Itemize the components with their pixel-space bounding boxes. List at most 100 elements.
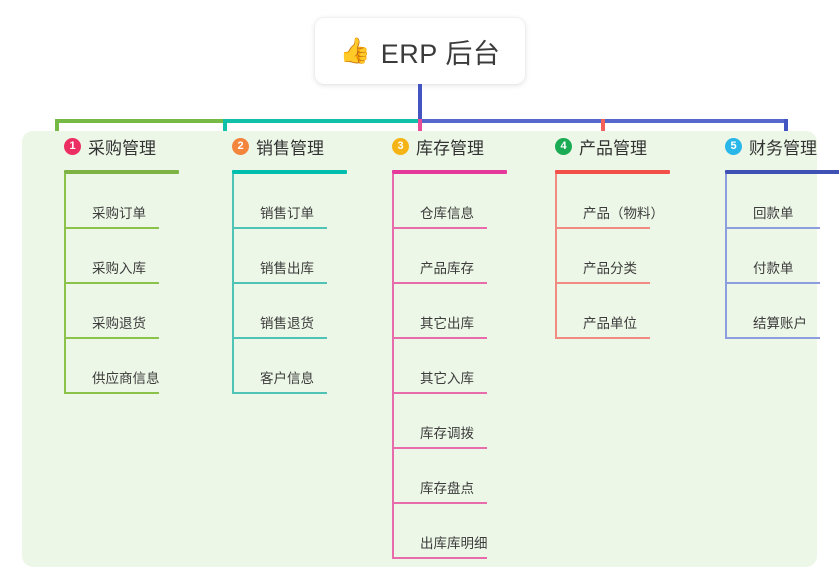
leaf-label: 采购订单	[92, 206, 146, 221]
leaf-node[interactable]: 销售退货	[232, 284, 347, 339]
leaf-node[interactable]: 产品库存	[392, 229, 507, 284]
leaf-rule	[392, 447, 487, 449]
leaf-rule	[232, 337, 327, 339]
leaf-rule	[725, 282, 820, 284]
branch-spine	[64, 174, 66, 394]
connector-root-stem	[418, 84, 422, 120]
branch-header-rule	[232, 170, 347, 174]
branch-title: 库存管理	[416, 138, 484, 158]
leaf-node[interactable]: 采购订单	[64, 174, 179, 229]
branch-column-4: 4 产品管理产品（物料） 产品分类产品单位	[541, 131, 670, 339]
branch-number-badge: 2	[232, 137, 249, 155]
leaf-label: 销售订单	[260, 206, 314, 221]
leaf-label: 付款单	[753, 261, 794, 276]
leaf-node[interactable]: 产品（物料）	[555, 174, 670, 229]
page-title: ERP 后台	[380, 38, 501, 69]
branch-spine	[555, 174, 557, 339]
branch-header-3[interactable]: 3 库存管理	[378, 131, 507, 161]
leaf-node[interactable]: 仓库信息	[392, 174, 507, 229]
leaf-rule	[232, 392, 327, 394]
leaf-node[interactable]: 产品单位	[555, 284, 670, 339]
leaf-node[interactable]: 客户信息	[232, 339, 347, 394]
connector-bus-teal	[223, 119, 420, 123]
branch-number-badge: 3	[392, 137, 409, 155]
leaf-label: 产品（物料）	[583, 206, 664, 221]
root-node-erp-backend[interactable]: 👍 ERP 后台	[315, 18, 525, 84]
thumbs-up-icon: 👍	[339, 36, 371, 65]
leaf-label: 销售出库	[260, 261, 314, 276]
leaf-node[interactable]: 付款单	[725, 229, 839, 284]
branch-spine	[392, 174, 394, 559]
branch-header-rule	[725, 170, 839, 174]
branch-header-rule	[64, 170, 179, 174]
leaf-node[interactable]: 结算账户	[725, 284, 839, 339]
leaf-node[interactable]: 销售订单	[232, 174, 347, 229]
leaf-label: 客户信息	[260, 371, 314, 386]
leaf-node[interactable]: 其它出库	[392, 284, 507, 339]
branch-spine	[232, 174, 234, 394]
leaf-rule	[725, 337, 820, 339]
leaf-rule	[64, 227, 159, 229]
leaf-node[interactable]: 其它入库	[392, 339, 507, 394]
leaf-label: 其它入库	[420, 371, 474, 386]
branch-title: 销售管理	[256, 138, 324, 158]
leaf-rule	[64, 392, 159, 394]
leaf-rule	[392, 557, 487, 559]
branch-header-2[interactable]: 2 销售管理	[218, 131, 347, 161]
branch-title: 采购管理	[88, 138, 156, 158]
leaf-label: 库存调拨	[420, 426, 474, 441]
branch-header-rule	[555, 170, 670, 174]
connector-bus-green	[55, 119, 225, 123]
leaf-node[interactable]: 库存盘点	[392, 449, 507, 504]
leaf-label: 产品库存	[420, 261, 474, 276]
leaf-rule	[64, 337, 159, 339]
branch-leaf-list: 采购订单采购入库采购退货供应商信息	[64, 174, 179, 394]
leaf-label: 出库库明细	[420, 536, 488, 551]
leaf-rule	[392, 337, 487, 339]
leaf-rule	[392, 392, 487, 394]
leaf-node[interactable]: 销售出库	[232, 229, 347, 284]
leaf-node[interactable]: 采购入库	[64, 229, 179, 284]
branch-title: 财务管理	[749, 138, 817, 158]
branch-number-badge: 4	[555, 137, 572, 155]
branch-leaf-list: 产品（物料） 产品分类产品单位	[555, 174, 670, 339]
leaf-node[interactable]: 库存调拨	[392, 394, 507, 449]
leaf-label: 供应商信息	[92, 371, 160, 386]
leaf-label: 其它出库	[420, 316, 474, 331]
leaf-rule	[555, 282, 650, 284]
branch-column-2: 2 销售管理销售订单销售出库销售退货客户信息	[218, 131, 347, 394]
leaf-node[interactable]: 出库库明细	[392, 504, 507, 559]
leaf-rule	[392, 282, 487, 284]
leaf-node[interactable]: 供应商信息	[64, 339, 179, 394]
leaf-rule	[232, 282, 327, 284]
leaf-rule	[392, 227, 487, 229]
leaf-label: 结算账户	[753, 316, 807, 331]
leaf-label: 采购退货	[92, 316, 146, 331]
leaf-label: 库存盘点	[420, 481, 474, 496]
leaf-rule	[555, 227, 650, 229]
leaf-node[interactable]: 回款单	[725, 174, 839, 229]
leaf-rule	[64, 282, 159, 284]
leaf-label: 产品分类	[583, 261, 637, 276]
branch-leaf-list: 回款单付款单结算账户	[725, 174, 839, 339]
branch-title: 产品管理	[579, 138, 647, 158]
branch-header-4[interactable]: 4 产品管理	[541, 131, 670, 161]
root-node-content: 👍 ERP 后台	[340, 32, 501, 71]
leaf-label: 销售退货	[260, 316, 314, 331]
leaf-rule	[555, 337, 650, 339]
leaf-rule	[232, 227, 327, 229]
branch-leaf-list: 销售订单销售出库销售退货客户信息	[232, 174, 347, 394]
leaf-rule	[725, 227, 820, 229]
leaf-label: 回款单	[753, 206, 794, 221]
leaf-node[interactable]: 采购退货	[64, 284, 179, 339]
branch-leaf-list: 仓库信息产品库存其它出库其它入库库存调拨库存盘点出库库明细	[392, 174, 507, 559]
leaf-node[interactable]: 产品分类	[555, 229, 670, 284]
leaf-rule	[392, 502, 487, 504]
leaf-label: 仓库信息	[420, 206, 474, 221]
